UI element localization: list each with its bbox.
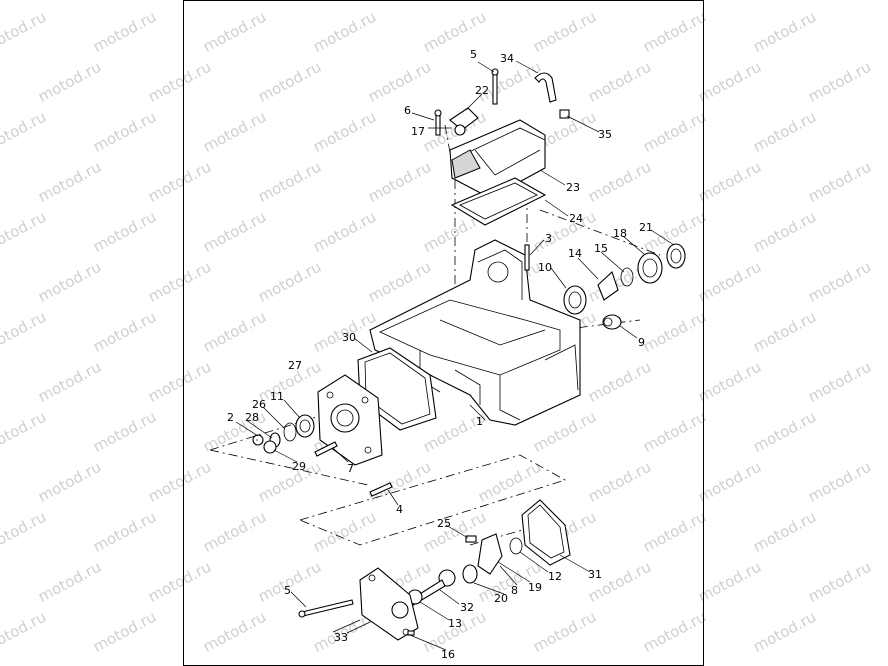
callout-35: 35 [598, 128, 612, 141]
part-seal-21 [666, 243, 686, 269]
callout-2: 2 [227, 411, 234, 424]
callout-7: 7 [347, 462, 354, 475]
part-bolt-6 [434, 109, 442, 136]
callout-25: 25 [437, 517, 451, 530]
part-spacer-14 [597, 271, 619, 301]
callout-labels: 1 2 3 4 5 5 6 7 8 9 10 11 12 13 14 15 16… [227, 48, 653, 661]
callout-32: 32 [460, 601, 474, 614]
part-pin-16 [407, 630, 415, 636]
callout-5-lower: 5 [284, 584, 291, 597]
callout-13: 13 [448, 617, 462, 630]
callout-33: 33 [334, 631, 348, 644]
callout-31: 31 [588, 568, 602, 581]
part-top-cover [449, 119, 546, 199]
callout-4: 4 [396, 503, 403, 516]
part-cover-gasket [450, 177, 547, 226]
callout-14: 14 [568, 247, 582, 260]
leader-lines [235, 60, 675, 651]
part-end-cover [359, 567, 419, 641]
part-vent-valve [449, 107, 479, 136]
part-seal-11 [295, 414, 315, 438]
callout-11: 11 [270, 390, 284, 403]
part-end-cover-gasket [521, 499, 571, 566]
callout-8: 8 [511, 584, 518, 597]
callout-34: 34 [500, 52, 514, 65]
callout-15: 15 [594, 242, 608, 255]
part-bearing-10 [563, 285, 587, 315]
part-transmission-housing [369, 239, 581, 426]
callout-24: 24 [569, 212, 583, 225]
part-screw-25 [465, 535, 477, 543]
part-bushing-9 [602, 314, 622, 330]
callout-29: 29 [292, 460, 306, 473]
part-bolt-5-lower [298, 599, 354, 618]
callout-19: 19 [528, 581, 542, 594]
callout-1: 1 [476, 415, 483, 428]
part-dowel-pin-3 [524, 244, 530, 271]
callout-10: 10 [538, 261, 552, 274]
part-breather-hose [534, 72, 557, 103]
part-nut-29 [263, 440, 277, 454]
callout-18: 18 [613, 227, 627, 240]
callout-22: 22 [475, 84, 489, 97]
callout-16: 16 [441, 648, 455, 661]
part-lever-8 [477, 533, 503, 575]
part-washer-20 [462, 564, 478, 584]
callout-21: 21 [639, 221, 653, 234]
callout-28: 28 [245, 411, 259, 424]
part-stud-7 [314, 441, 338, 457]
part-o-ring-15 [620, 267, 634, 287]
part-o-ring-12 [509, 537, 523, 555]
callout-27: 27 [288, 359, 302, 372]
part-o-ring-26 [283, 422, 297, 442]
callout-12: 12 [548, 570, 562, 583]
part-bolt-5-upper [491, 68, 499, 105]
callout-26: 26 [252, 398, 266, 411]
callout-23: 23 [566, 181, 580, 194]
part-stud-4 [369, 482, 393, 497]
callout-17: 17 [411, 125, 425, 138]
part-seal-18 [637, 252, 663, 284]
callout-6: 6 [404, 104, 411, 117]
callout-5-upper: 5 [470, 48, 477, 61]
callout-20: 20 [494, 592, 508, 605]
callout-30: 30 [342, 331, 356, 344]
callout-9: 9 [638, 336, 645, 349]
callout-3: 3 [545, 232, 552, 245]
part-fitting-35 [559, 109, 570, 119]
